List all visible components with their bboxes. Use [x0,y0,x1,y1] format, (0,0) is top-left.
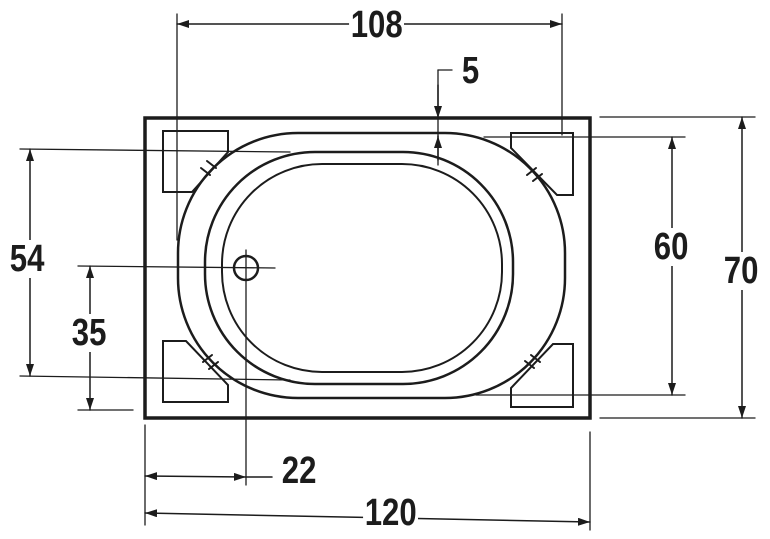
corner-support-bottom-left [162,340,229,403]
dim-label-60: 60 [652,226,691,268]
dim-label-35: 35 [70,312,109,354]
tub-rim-oval [176,131,567,400]
corner-support-top-left [162,130,229,193]
tub-outer-frame [143,116,592,420]
dim-label-70: 70 [722,250,761,292]
dim-label-5: 5 [460,50,481,92]
corner-support-bottom-right [510,343,574,408]
dim-line-22 [144,472,247,481]
dim-label-54: 54 [8,238,47,280]
dim-label-22: 22 [280,450,319,492]
tub-middle-oval [203,150,515,386]
corner-support-top-right [510,132,574,196]
dim-label-108: 108 [349,4,405,46]
dim-label-120: 120 [363,492,419,534]
